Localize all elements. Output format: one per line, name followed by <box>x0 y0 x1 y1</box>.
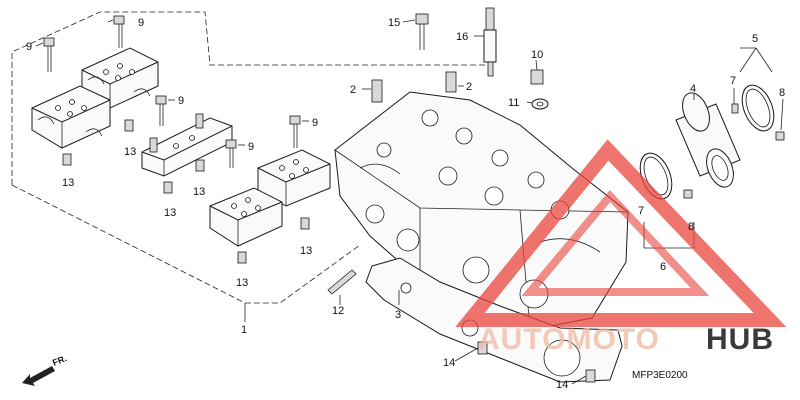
camshaft-holder-lower-left <box>31 85 111 149</box>
part-number-labels: 9 9 9 9 9 13 13 13 13 13 13 1 15 16 2 2 … <box>26 17 785 391</box>
bolt-9-right <box>289 115 301 148</box>
cam-holder-group-outline <box>11 11 488 322</box>
label-13-f: 13 <box>236 277 248 289</box>
stud-bolt-12 <box>327 269 357 295</box>
label-10: 10 <box>531 49 543 61</box>
bolt-15 <box>415 13 429 50</box>
label-5: 5 <box>752 33 758 45</box>
bolt-9-top <box>113 15 125 48</box>
bolt-9-left <box>43 37 55 72</box>
label-13-c: 13 <box>193 186 205 198</box>
watermark-triangle <box>455 139 787 327</box>
insulator-band-5 <box>741 84 775 132</box>
label-9-top: 9 <box>138 17 144 29</box>
label-4: 4 <box>690 83 696 95</box>
bolt-9-mid <box>155 95 167 126</box>
diagram-code: MFP3E0200 <box>632 370 688 381</box>
band-screws-8 <box>683 131 785 199</box>
label-2-right: 2 <box>466 81 472 93</box>
nut-10 <box>530 69 544 85</box>
label-13-e: 13 <box>300 245 312 257</box>
cylinder-head <box>334 91 629 331</box>
camshaft-holder-center <box>141 113 233 177</box>
watermark-triangle-inner <box>521 189 710 296</box>
leader-lines <box>35 19 784 385</box>
label-7-top: 7 <box>730 75 736 87</box>
label-15: 15 <box>388 17 400 29</box>
dowel-pins-13 <box>62 119 310 264</box>
label-3: 3 <box>395 309 401 321</box>
intake-insulator <box>675 92 741 188</box>
label-13-a: 13 <box>124 146 136 158</box>
washer-11 <box>531 98 549 110</box>
camshaft-holder-right-lower <box>209 187 283 247</box>
front-direction-label: FR. <box>51 353 68 368</box>
label-14-b: 14 <box>556 379 568 391</box>
watermark-text-hub: HUB <box>706 323 774 356</box>
label-16: 16 <box>456 31 468 43</box>
camshaft-holder-right-upper <box>257 149 331 207</box>
label-9-mid: 9 <box>178 95 184 107</box>
label-9-left: 9 <box>26 41 32 53</box>
watermark: AUTOMOTO HUB <box>455 139 787 356</box>
label-8-bottom: 8 <box>688 221 694 233</box>
label-2-left: 2 <box>350 84 356 96</box>
label-11: 11 <box>508 97 519 109</box>
label-9-right: 9 <box>312 117 318 129</box>
label-14-a: 14 <box>443 357 455 369</box>
spark-plug-16 <box>483 7 497 77</box>
watermark-text-automoto: AUTOMOTO <box>478 323 660 356</box>
label-13-d: 13 <box>164 207 176 219</box>
label-12: 12 <box>332 305 344 317</box>
label-1: 1 <box>241 324 247 336</box>
label-9-center: 9 <box>248 141 254 153</box>
label-6: 6 <box>660 261 666 273</box>
sealing-cap-2-right <box>445 71 457 93</box>
label-7-bottom: 7 <box>638 205 644 217</box>
band-nuts-7 <box>731 103 739 114</box>
front-direction-arrow: FR. <box>22 353 68 386</box>
label-8-top: 8 <box>779 87 785 99</box>
label-13-b: 13 <box>62 177 74 189</box>
bolt-9-center <box>225 139 237 168</box>
sealing-cap-2-left <box>371 79 383 103</box>
